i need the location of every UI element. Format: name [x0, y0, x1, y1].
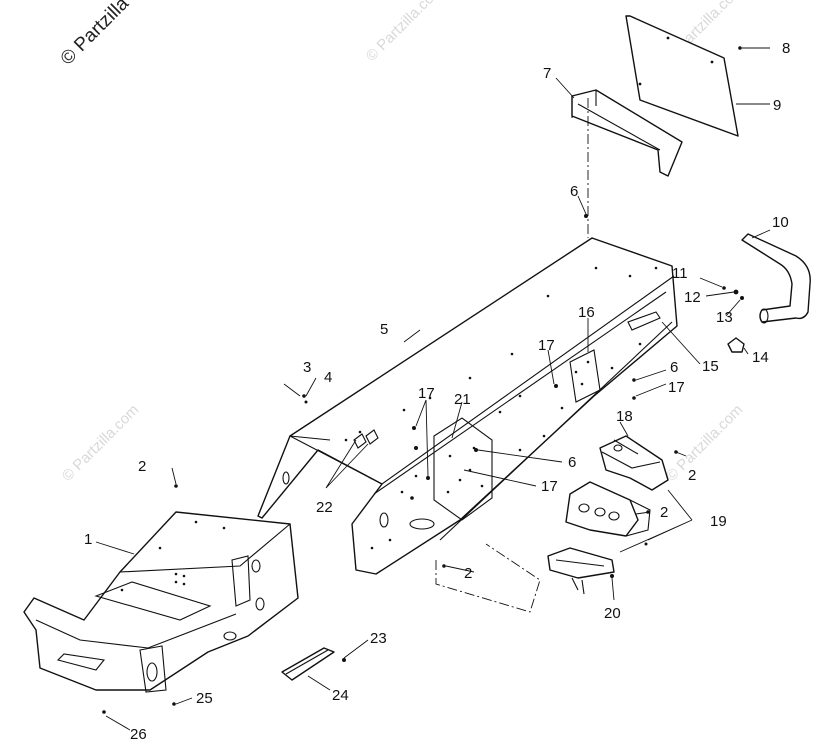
part-bracket-19 — [565, 481, 651, 537]
callout-label: 10 — [772, 214, 789, 231]
part-bracket-20 — [547, 547, 615, 595]
callout-label: 19 — [710, 513, 727, 530]
callout-label: 25 — [196, 690, 213, 707]
callout-label: 12 — [684, 289, 701, 306]
callout-label: 1 — [84, 531, 92, 548]
callout-label: 9 — [773, 97, 781, 114]
part-cap-14 — [727, 337, 745, 353]
callout-label: 6 — [568, 454, 576, 471]
callout-label: 6 — [570, 183, 578, 200]
callout-label: 21 — [454, 391, 471, 408]
callout-label: 2 — [688, 467, 696, 484]
leader-lines — [95, 47, 771, 731]
callout-label: 23 — [370, 630, 387, 647]
part-tunnel — [257, 237, 678, 575]
watermark-repeat: © Partzilla.com — [663, 401, 746, 484]
callout-label: 14 — [752, 349, 769, 366]
callout-label: 2 — [464, 565, 472, 582]
callout-label: 16 — [578, 304, 595, 321]
callout-label: 17 — [541, 478, 558, 495]
callout-label: 26 — [130, 726, 147, 743]
callout-label: 17 — [418, 385, 435, 402]
callout-label: 4 — [324, 369, 332, 386]
callout-label: 3 — [303, 359, 311, 376]
part-bracket-18 — [599, 435, 669, 491]
watermark-repeat: © Partzilla.com — [59, 401, 142, 484]
callout-label: 20 — [604, 605, 621, 622]
callout-label: 24 — [332, 687, 349, 704]
hardware-points — [102, 46, 744, 714]
callout-labels: 8 9 7 6 10 11 12 13 14 15 16 17 6 17 5 3… — [84, 40, 790, 743]
callout-label: 15 — [702, 358, 719, 375]
callout-label: 22 — [316, 499, 333, 516]
part-plate-24 — [281, 647, 335, 681]
watermark-repeat: © Partzilla.com — [363, 0, 446, 65]
callout-label: 2 — [660, 504, 668, 521]
part-bumper-tube — [741, 233, 811, 324]
callout-label: 6 — [670, 359, 678, 376]
watermark-main: © Partzilla — [57, 0, 134, 70]
callout-label: 17 — [668, 379, 685, 396]
part-bracket-rear — [571, 89, 683, 177]
callout-label: 13 — [716, 309, 733, 326]
callout-label: 2 — [138, 458, 146, 475]
callout-label: 17 — [538, 337, 555, 354]
callout-label: 11 — [672, 265, 688, 282]
callout-label: 5 — [380, 321, 388, 338]
part-front-frame — [23, 511, 299, 693]
callout-label: 7 — [543, 65, 551, 82]
lower-tunnel-outline — [435, 543, 541, 613]
callout-label: 8 — [782, 40, 790, 57]
callout-label: 18 — [616, 408, 633, 425]
part-flap-plate — [625, 15, 739, 137]
